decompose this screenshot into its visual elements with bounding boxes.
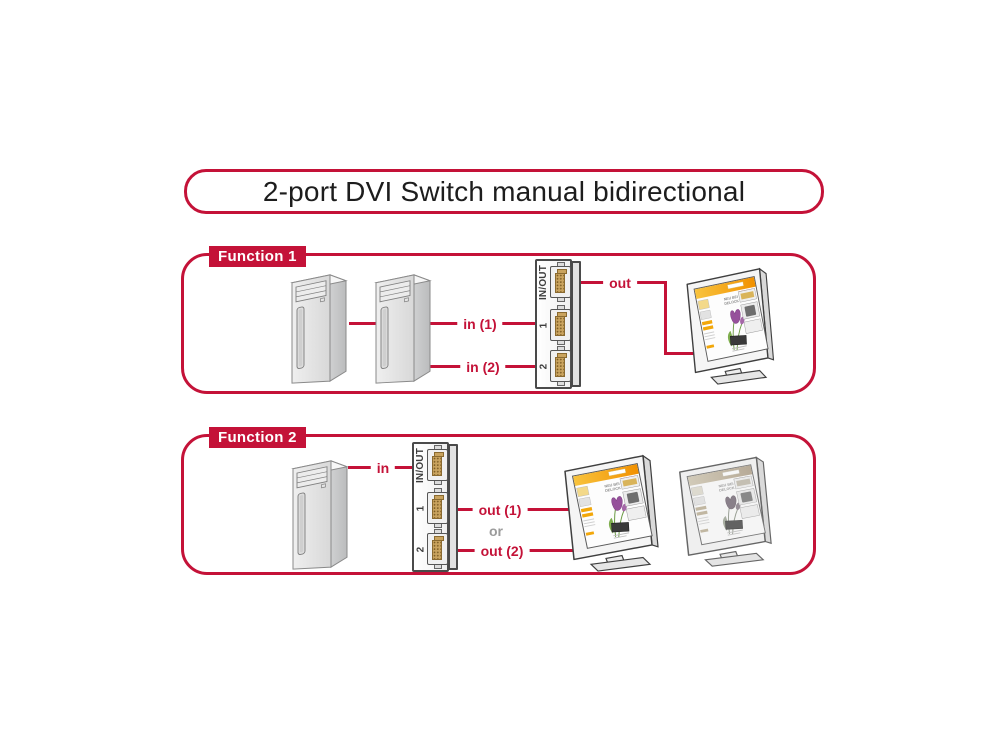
f2-label-in: in: [370, 460, 396, 476]
f2-label-out1: out (1): [472, 502, 528, 518]
f1-label-in1: in (1): [457, 316, 503, 332]
dvi-connector-icon: [427, 488, 448, 528]
f1-port-2: 2: [537, 346, 571, 386]
port-label-1: 1: [537, 322, 549, 328]
f1-line-out-v: [664, 281, 667, 355]
f1-label-in2: in (2): [460, 359, 506, 375]
f1-monitor: [676, 262, 780, 386]
computer-tower-2: [370, 267, 438, 387]
f2-monitor-inactive: [668, 451, 778, 568]
function1-tab: Function 1: [209, 246, 306, 267]
f1-label-out: out: [603, 275, 637, 291]
f2-port-1: 1: [414, 488, 448, 528]
f2-monitor-active: [553, 449, 665, 573]
dvi-connector-icon: [427, 529, 448, 569]
switch-side-face: [571, 261, 581, 387]
f2-computer-tower: [287, 453, 355, 573]
dvi-connector-icon: [550, 305, 571, 345]
switch-side-face: [448, 444, 458, 570]
dvi-connector-icon: [427, 445, 448, 485]
title-box: 2-port DVI Switch manual bidirectional: [184, 169, 824, 214]
dvi-connector-icon: [550, 262, 571, 302]
f1-port-1: 1: [537, 305, 571, 345]
dvi-connector-icon: [550, 346, 571, 386]
f1-line-in1: [349, 322, 537, 325]
f2-label-out2: out (2): [474, 543, 530, 559]
page-title: 2-port DVI Switch manual bidirectional: [262, 175, 746, 207]
port-label-inout: IN/OUT: [538, 264, 549, 300]
f1-dvi-switch: IN/OUT 1 2: [535, 259, 581, 389]
f1-port-inout: IN/OUT: [537, 262, 571, 302]
f2-port-inout: IN/OUT: [414, 445, 448, 485]
f2-label-or: or: [489, 523, 503, 539]
f1-line-out-to-monitor: [664, 352, 704, 355]
f2-dvi-switch: IN/OUT 1 2: [412, 442, 458, 572]
f2-port-2: 2: [414, 529, 448, 569]
port-label-inout: IN/OUT: [415, 447, 426, 483]
function2-tab: Function 2: [209, 427, 306, 448]
port-label-2: 2: [537, 363, 549, 369]
port-label-1: 1: [414, 505, 426, 511]
port-label-2: 2: [414, 546, 426, 552]
computer-tower-1: [286, 267, 354, 387]
